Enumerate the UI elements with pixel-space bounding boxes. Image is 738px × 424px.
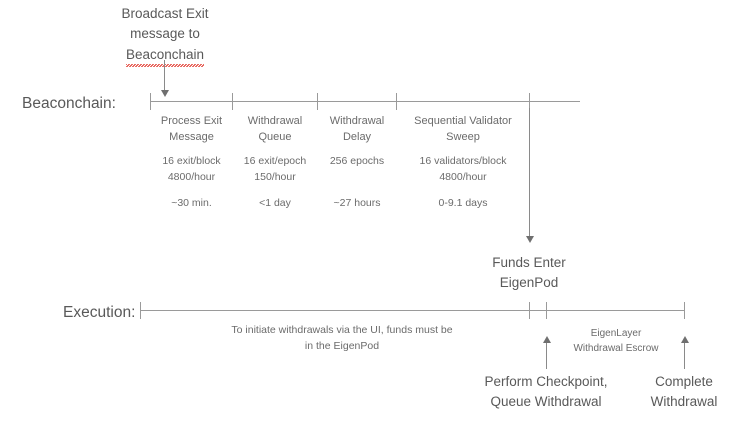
broadcast-exit-note-line1: Broadcast Exit (121, 6, 209, 21)
phase-2-name-line1: Withdrawal (329, 115, 385, 127)
phase-1-duration: <1 day (259, 197, 291, 209)
execution-note: To initiate withdrawals via the UI, fund… (155, 322, 529, 355)
phase-1-name-line2: Queue (258, 130, 292, 143)
complete-withdrawal-line2: Withdrawal (650, 393, 718, 409)
execution-tick-checkpoint (529, 302, 530, 319)
funds-enter-eigenpod-line1: Funds Enter (492, 255, 566, 270)
escrow-note-line1: EigenLayer (590, 328, 642, 339)
phase-0-name: Process Exit Message (151, 114, 232, 146)
broadcast-exit-note-line3: Beaconchain (125, 45, 205, 68)
checkpoint-arrow-shaft (546, 341, 547, 369)
funds-enter-arrow-shaft (529, 108, 530, 238)
phase-0-name-line2: Message (169, 130, 214, 143)
beaconchain-tick-3 (396, 93, 397, 110)
phase-2-name-line2: Delay (342, 130, 372, 143)
phase-1-rate: 16 exit/epoch 150/hour (233, 154, 317, 186)
complete-arrow-shaft (684, 341, 685, 369)
phase-3-duration: 0-9.1 days (438, 197, 488, 209)
complete-withdrawal-line1: Complete (655, 374, 713, 389)
phase-2-duration: ~27 hours (333, 197, 381, 209)
beaconchain-tick-2 (317, 93, 318, 110)
phase-3-name: Sequential Validator Sweep (397, 114, 529, 146)
phase-1-rate-line1: 16 exit/epoch (243, 155, 307, 167)
phase-2-rate: 256 epochs (318, 154, 396, 170)
phase-2-rate-line1: 256 epochs (329, 155, 385, 167)
phase-0-rate-line1: 16 exit/block (162, 155, 221, 167)
phase-0-duration: ~30 min. (171, 197, 212, 209)
execution-note-line2: in the EigenPod (304, 340, 380, 353)
execution-tick-start (140, 302, 141, 319)
perform-checkpoint-line2: Queue Withdrawal (490, 393, 602, 409)
phase-3-rate-line2: 4800/hour (439, 170, 487, 183)
beaconchain-lane-label: Beaconchain: (22, 95, 116, 112)
execution-tick-queue (546, 302, 547, 319)
execution-tick-complete (684, 302, 685, 319)
phase-3-name-line1: Sequential Validator (414, 115, 512, 127)
broadcast-arrow-shaft (164, 60, 165, 93)
phase-3-rate: 16 validators/block 4800/hour (397, 154, 529, 186)
phase-0-rate: 16 exit/block 4800/hour (151, 154, 232, 186)
broadcast-exit-note-line3-wrap: Beaconchain (100, 45, 230, 68)
escrow-note-line2: Withdrawal Escrow (573, 343, 659, 354)
execution-axis (140, 310, 684, 311)
broadcast-exit-note: Broadcast Exit message to Beaconchain (100, 4, 230, 68)
phase-1-name-line1: Withdrawal (247, 115, 303, 127)
phase-0-name-line1: Process Exit (160, 115, 223, 127)
beaconchain-axis (150, 101, 580, 102)
funds-enter-arrow-head (526, 236, 534, 243)
phase-0-rate-line2: 4800/hour (167, 170, 216, 183)
perform-checkpoint-label: Perform Checkpoint, Queue Withdrawal (471, 372, 621, 411)
complete-arrow-head (681, 336, 689, 343)
phase-1-name: Withdrawal Queue (233, 114, 317, 146)
complete-withdrawal-label: Complete Withdrawal (634, 372, 734, 411)
phase-2-name: Withdrawal Delay (318, 114, 396, 146)
phase-3-rate-line1: 16 validators/block (419, 155, 507, 167)
broadcast-arrow-head (161, 90, 169, 97)
execution-note-line1: To initiate withdrawals via the UI, fund… (231, 324, 453, 336)
phase-3-name-line2: Sweep (446, 130, 480, 143)
execution-lane-label: Execution: (63, 304, 136, 321)
beaconchain-tick-4 (529, 93, 530, 110)
beaconchain-tick-0 (150, 93, 151, 110)
perform-checkpoint-line1: Perform Checkpoint, (484, 374, 608, 389)
broadcast-exit-note-line2: message to (130, 26, 200, 42)
escrow-note: EigenLayer Withdrawal Escrow (556, 326, 676, 356)
beaconchain-tick-1 (232, 93, 233, 110)
funds-enter-eigenpod-label: Funds Enter EigenPod (459, 253, 599, 292)
funds-enter-eigenpod-line2: EigenPod (499, 274, 559, 290)
phase-1-rate-line2: 150/hour (254, 170, 296, 183)
checkpoint-arrow-head (543, 336, 551, 343)
